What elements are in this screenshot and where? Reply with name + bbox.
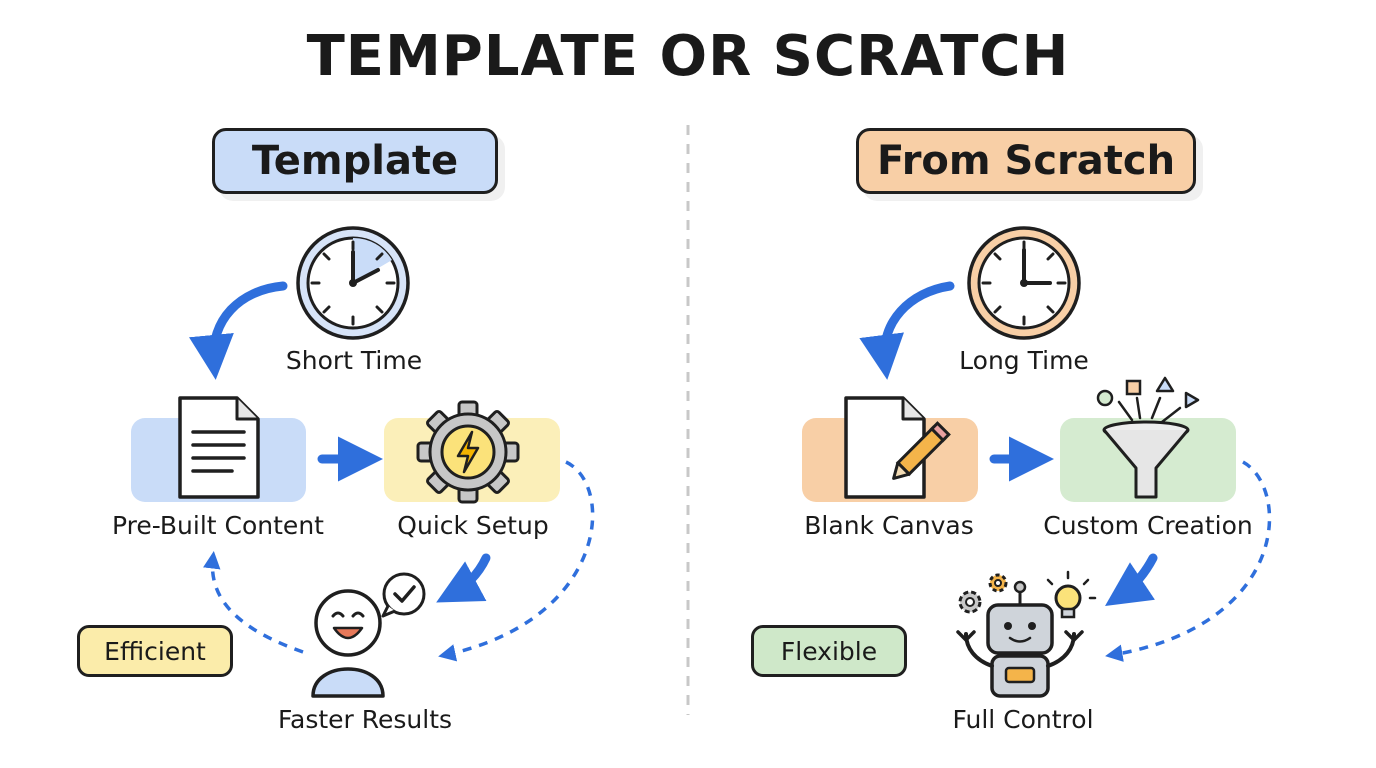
label-quick-setup: Quick Setup bbox=[397, 511, 549, 540]
check-bubble-icon bbox=[381, 572, 426, 618]
label-custom-creation: Custom Creation bbox=[1043, 511, 1253, 540]
label-faster-results: Faster Results bbox=[277, 705, 453, 734]
happy-person-icon bbox=[311, 589, 385, 698]
arrow-step2-to-result-scratch bbox=[1105, 553, 1158, 606]
label-full-control: Full Control bbox=[952, 705, 1094, 734]
clock-icon bbox=[296, 226, 410, 340]
label-long-time: Long Time bbox=[959, 346, 1089, 375]
header-template: Template bbox=[212, 128, 498, 194]
label-short-time: Short Time bbox=[285, 346, 423, 375]
funnel-icon bbox=[1096, 376, 1200, 499]
header-from-scratch: From Scratch bbox=[856, 128, 1196, 194]
label-blank-canvas: Blank Canvas bbox=[804, 511, 974, 540]
gears-icon bbox=[958, 573, 1008, 614]
lightbulb-icon bbox=[1046, 570, 1097, 619]
tag-flexible: Flexible bbox=[751, 625, 907, 677]
arrow-to-step1 bbox=[189, 281, 288, 380]
tag-efficient: Efficient bbox=[77, 625, 233, 677]
dashed-loop-left bbox=[203, 551, 304, 654]
lightning-gear-icon bbox=[416, 400, 520, 504]
document-icon bbox=[178, 396, 260, 499]
pencil-page-icon bbox=[844, 396, 951, 499]
arrow-step2-to-result bbox=[436, 553, 491, 603]
dashed-loop-right bbox=[438, 460, 595, 662]
robot-icon bbox=[956, 580, 1084, 698]
arrow-to-step1-scratch bbox=[859, 281, 955, 380]
clock-icon-scratch bbox=[967, 226, 1081, 340]
dashed-loop-right-scratch bbox=[1105, 460, 1272, 662]
label-pre-built-content: Pre-Built Content bbox=[112, 511, 324, 540]
page-title: TEMPLATE OR SCRATCH bbox=[306, 24, 1070, 89]
